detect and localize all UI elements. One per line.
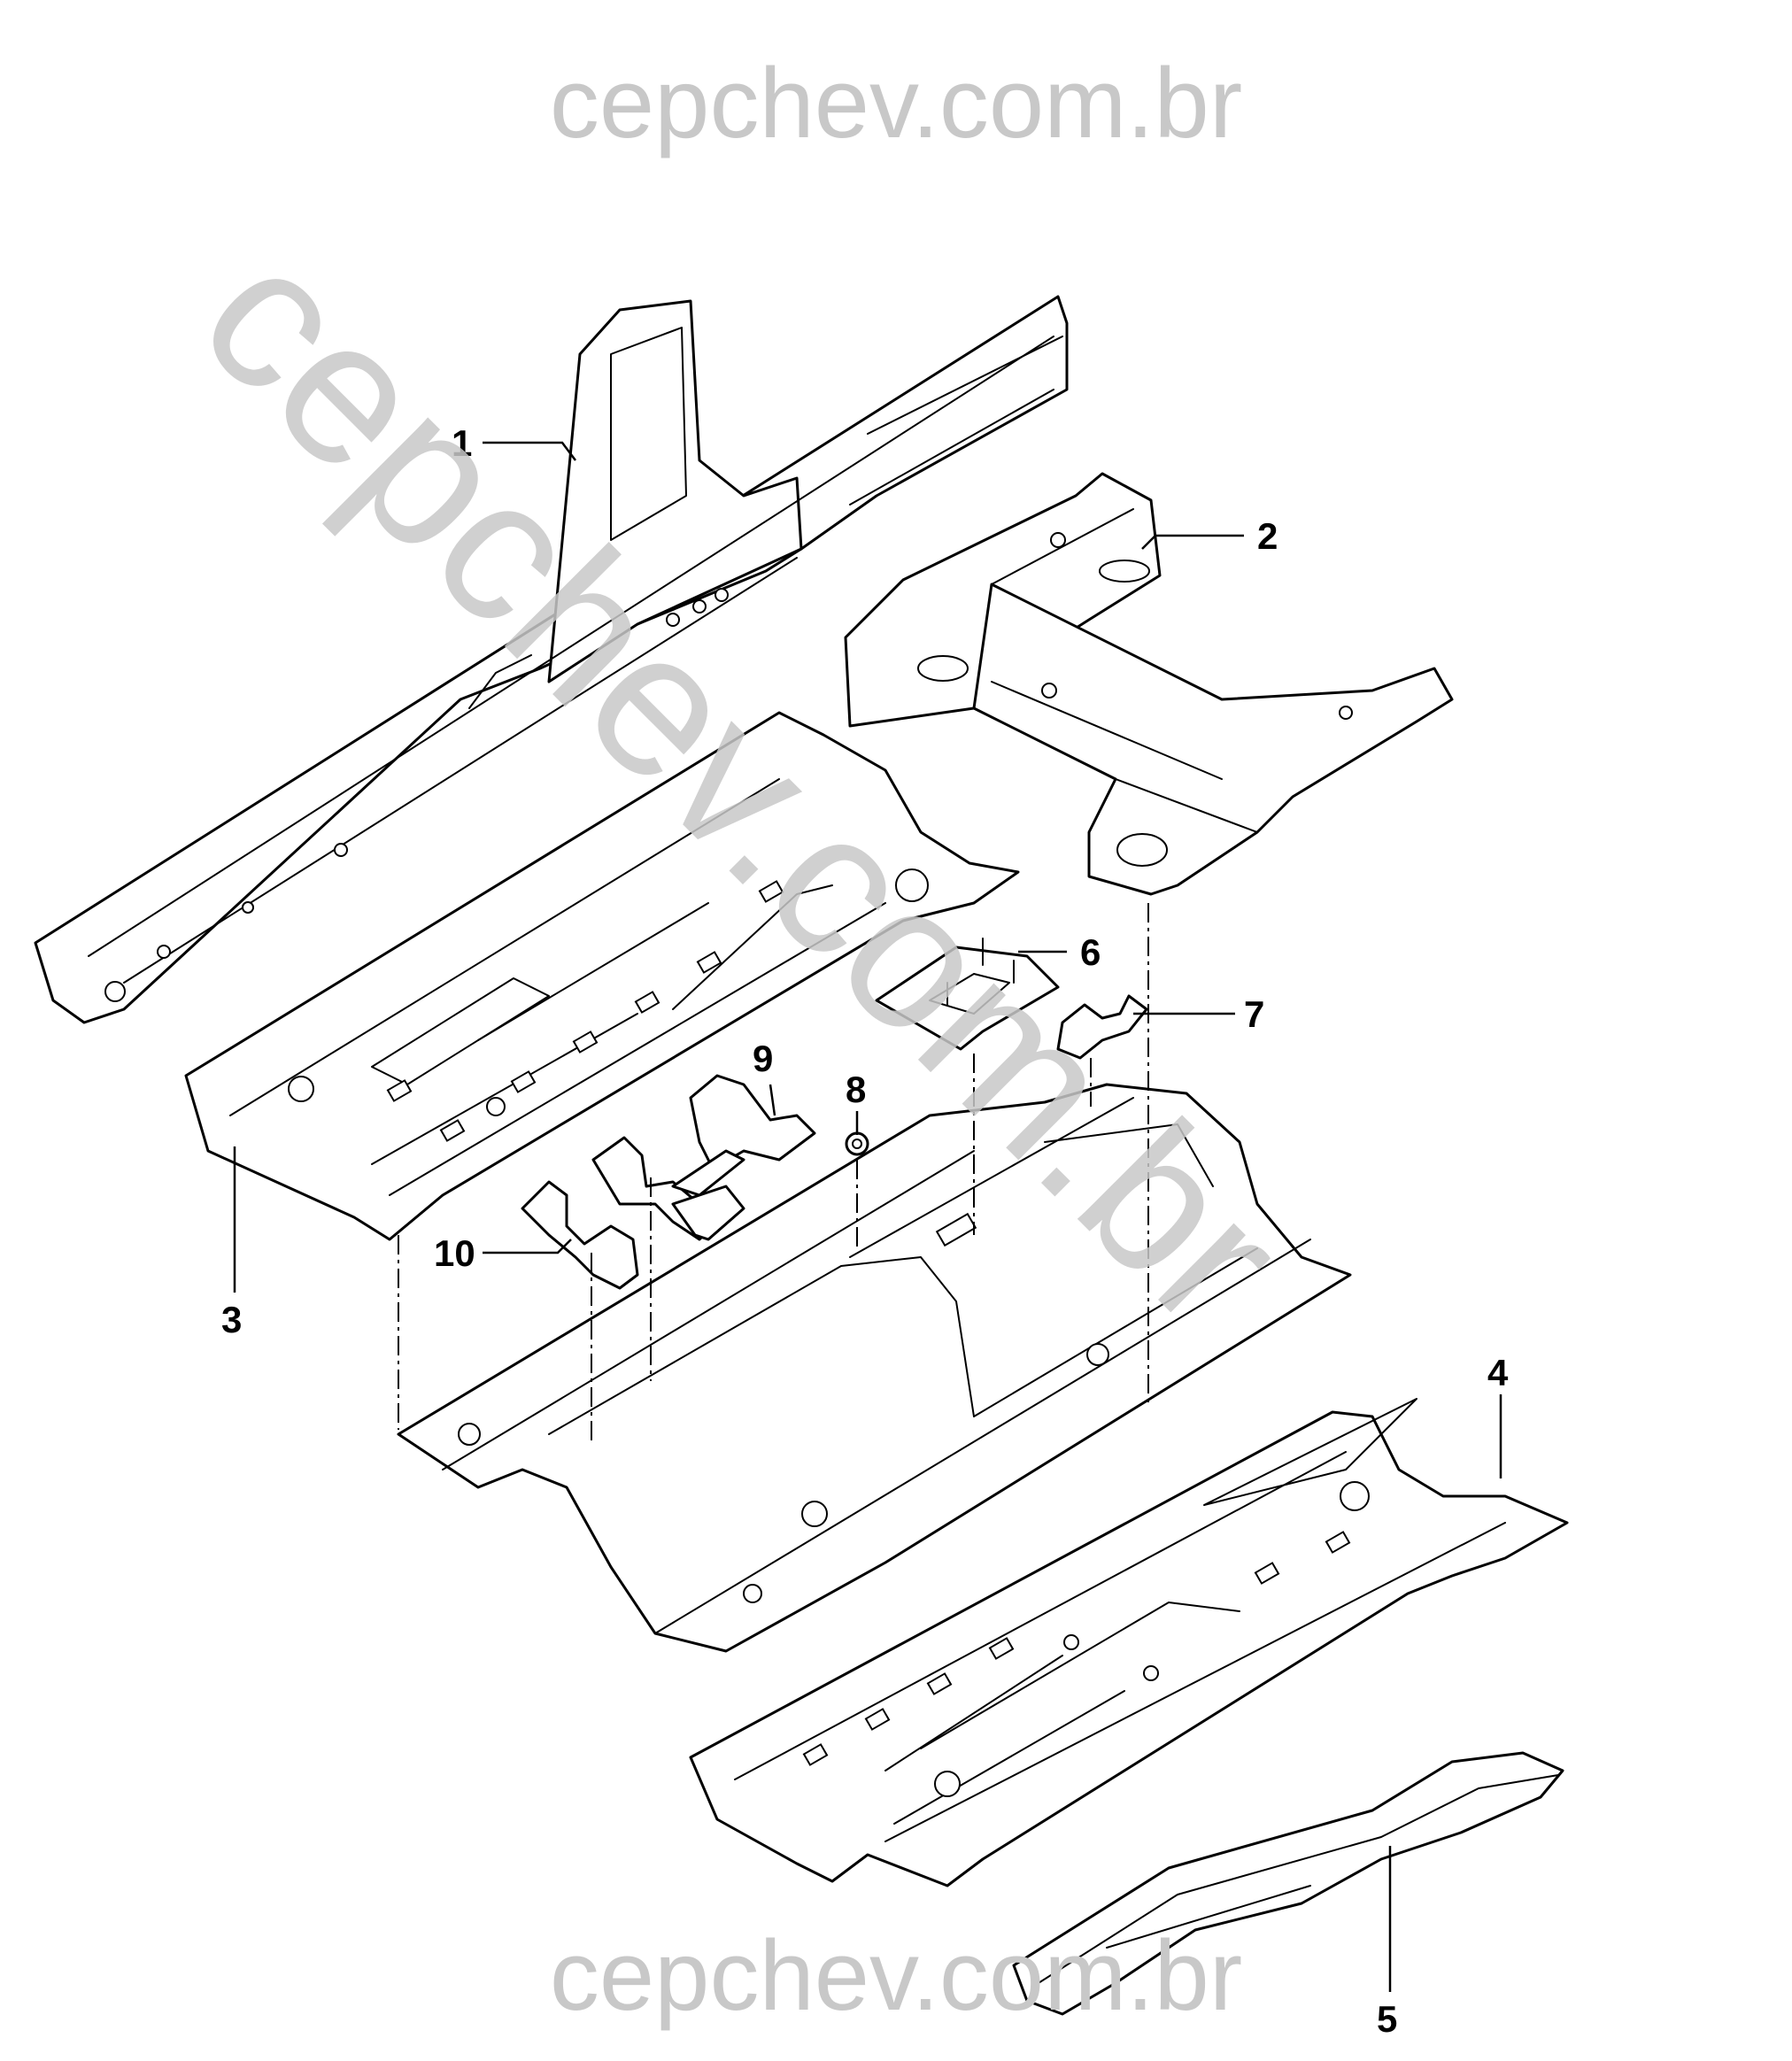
- part-1-rocker-panel: [34, 295, 1069, 1024]
- alignment-lines: [398, 903, 1149, 1443]
- part-10-bracket: [521, 1180, 639, 1290]
- callout-6: 6: [1080, 931, 1101, 973]
- callout-leaders: [233, 441, 1502, 1992]
- callout-9: 9: [753, 1038, 773, 1079]
- callout-2: 2: [1257, 515, 1278, 557]
- part-5-rear-rail: [1012, 1751, 1564, 2016]
- part-8-nut: [845, 1131, 869, 1156]
- part-6-bracket-plate: [875, 938, 1060, 1051]
- watermark-bottom: cepchev.com.br: [550, 1920, 1242, 2031]
- middle-brackets: [591, 1136, 745, 1241]
- part-7-small-bracket: [1056, 994, 1148, 1060]
- part-2-cross-member: [844, 472, 1454, 896]
- callout-7: 7: [1244, 993, 1264, 1035]
- part-4-right-floor-pan: [689, 1398, 1569, 1887]
- callout-10: 10: [434, 1232, 475, 1274]
- callout-1: 1: [452, 422, 472, 464]
- center-tunnel-floor: [397, 1083, 1352, 1653]
- part-3-left-floor-pan: [184, 711, 1020, 1241]
- callout-3: 3: [221, 1299, 242, 1340]
- callout-8: 8: [846, 1069, 866, 1110]
- watermark-top: cepchev.com.br: [550, 48, 1242, 158]
- callout-5: 5: [1377, 1998, 1397, 2040]
- callout-4: 4: [1487, 1352, 1509, 1393]
- part-9-bracket: [689, 1074, 816, 1170]
